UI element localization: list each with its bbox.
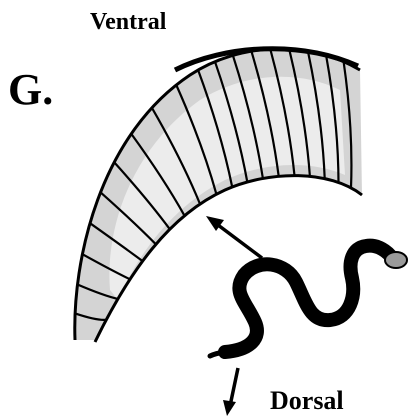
snake-head [385,252,407,268]
ventral-scales-body [75,49,362,342]
arrow-to-dorsal [223,368,238,416]
panel-letter: G. [8,68,53,112]
arrow-to-ventral [206,216,262,258]
dorsal-label: Dorsal [270,388,344,414]
ventral-label: Ventral [90,10,166,34]
snake-silhouette [210,246,407,356]
snake-body [225,246,392,352]
